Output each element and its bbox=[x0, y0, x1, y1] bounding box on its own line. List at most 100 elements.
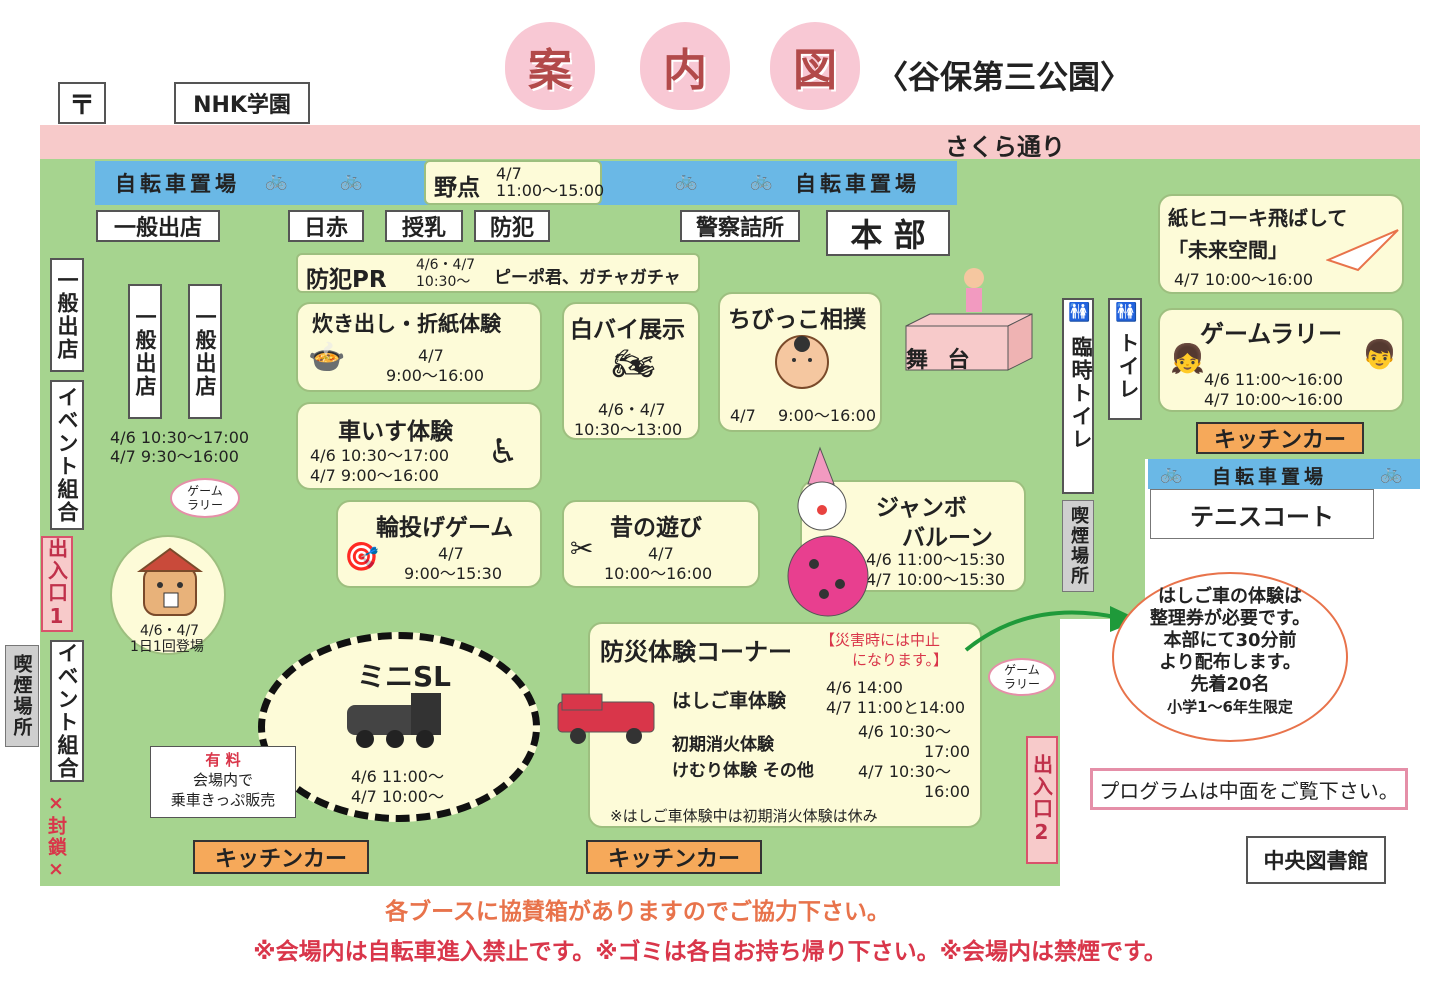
general-stall-time-1: 4/6 10:30〜17:00 bbox=[110, 428, 250, 447]
bicycle-icon: 🚲 bbox=[1380, 463, 1403, 484]
ring-toss-booth: 輪投げゲーム 🎯 4/7 9:00〜15:30 bbox=[336, 500, 542, 588]
game-rally-title: ゲームラリー bbox=[1200, 320, 1343, 348]
bohan-pr-dates: 4/6・4/7 bbox=[416, 257, 476, 273]
info-line-1: はしご車の体験は bbox=[1158, 586, 1302, 607]
info-line-5: 先着20名 bbox=[1190, 674, 1270, 695]
bicycle-parking-label-left: 自転車置場 bbox=[115, 172, 240, 196]
kitchen-car-bottom-left: キッチンカー bbox=[193, 840, 369, 874]
temporary-toilet-label: 臨時トイレ bbox=[1069, 336, 1093, 451]
fire-extinguish-label: 初期消火体験 bbox=[672, 735, 774, 755]
old-games-time: 10:00〜16:00 bbox=[604, 564, 713, 583]
kids-sumo-time: 9:00〜16:00 bbox=[778, 406, 877, 425]
bicycle-parking-label-right-2: 自転車置場 bbox=[1212, 466, 1328, 488]
jumbo-balloon-time-1: 4/6 11:00〜15:30 bbox=[866, 550, 1006, 569]
game-rally-time-2: 4/7 10:00〜16:00 bbox=[1204, 390, 1344, 409]
takidashi-booth: 炊き出し・折紙体験 🍲 4/7 9:00〜16:00 bbox=[296, 302, 542, 392]
wheelchair-icon: ♿ bbox=[488, 432, 519, 472]
temporary-toilet: 🚻 臨時トイレ bbox=[1062, 298, 1094, 494]
mascot-icon bbox=[136, 547, 204, 616]
ring-toss-title: 輪投げゲーム bbox=[376, 515, 514, 541]
jumbo-balloon-title-2: バルーン bbox=[902, 525, 993, 551]
ring-toss-date: 4/7 bbox=[438, 544, 464, 563]
nursing-label: 授乳 bbox=[385, 210, 463, 242]
ladder-truck-time-1: 4/6 14:00 bbox=[826, 678, 903, 697]
kendama-icon: ✂ bbox=[570, 532, 594, 565]
footer-line-2: ※会場内は自転車進入禁止です。※ゴミは各自お持ち帰り下さい。※会場内は禁煙です。 bbox=[253, 939, 1167, 965]
locomotive-icon bbox=[347, 693, 441, 748]
disaster-time-2: 17:00 bbox=[924, 742, 971, 761]
wheelchair-time-2: 4/7 9:00〜16:00 bbox=[310, 466, 439, 485]
jumbo-balloon-title-1: ジャンボ bbox=[876, 495, 967, 521]
gate-2-label: 出入口2 bbox=[1026, 736, 1058, 864]
general-stall-vertical: 一般出店 bbox=[50, 258, 84, 372]
cooking-icon: 🍲 bbox=[308, 340, 346, 375]
stage-label: 舞 台 bbox=[906, 348, 976, 373]
closed-label: ×封鎖× bbox=[45, 792, 67, 882]
nisseki-label: 日赤 bbox=[288, 210, 364, 242]
disaster-note-1: 【災害時には中止 bbox=[820, 631, 941, 649]
bicycle-icon: 🚲 bbox=[1160, 463, 1183, 484]
fire-truck-icon bbox=[557, 693, 655, 744]
paper-plane-icon bbox=[1326, 229, 1399, 272]
bohan-pr-time: 10:30〜 bbox=[416, 274, 471, 290]
mascot-circle: 4/6・4/7 1日1回登場 bbox=[110, 535, 226, 655]
toilet: 🚻 トイレ bbox=[1108, 298, 1142, 420]
paper-plane-time: 4/7 10:00〜16:00 bbox=[1174, 270, 1314, 289]
title-char-3: 図 bbox=[770, 22, 860, 110]
police-post-label: 警察詰所 bbox=[680, 210, 800, 242]
disaster-time-1: 4/6 10:30〜 bbox=[858, 722, 951, 741]
event-union-vertical-2: イベント組合 bbox=[50, 640, 84, 782]
noten-date: 4/7 bbox=[496, 164, 522, 183]
game-rally-booth: ゲームラリー 👧 👦 4/6 11:00〜16:00 4/7 10:00〜16:… bbox=[1158, 308, 1404, 412]
disaster-footnote: ※はしご車体験中は初期消火体験は休み bbox=[610, 807, 878, 825]
bicycle-parking-strip-right bbox=[1148, 459, 1420, 489]
game-rally-time-1: 4/6 11:00〜16:00 bbox=[1204, 370, 1344, 389]
mini-sl-time-1: 4/6 11:00〜 bbox=[351, 767, 444, 786]
footer-line-1: 各ブースに協賛箱がありますのでご協力下さい。 bbox=[385, 899, 890, 925]
mini-sl-title: ミニSL bbox=[357, 660, 452, 693]
takidashi-time: 9:00〜16:00 bbox=[386, 366, 485, 385]
police-bike-date: 4/6・4/7 bbox=[598, 400, 666, 419]
general-stall-label: 一般出店 bbox=[96, 210, 220, 242]
smoke-experience-label: けむり体験 その他 bbox=[672, 761, 814, 781]
mini-sl-track: ミニSL 4/6 11:00〜 4/7 10:00〜 bbox=[258, 632, 540, 822]
mascot-note: 1日1回登場 bbox=[130, 639, 204, 655]
sakura-street bbox=[40, 125, 1420, 159]
crime-prevention-label: 防犯 bbox=[474, 210, 550, 242]
info-line-6: 小学1〜6年生限定 bbox=[1167, 698, 1293, 716]
game-rally-badge-2: ゲーム ラリー bbox=[988, 658, 1056, 696]
toilet-icon: 🚻 bbox=[1115, 302, 1138, 323]
old-games-title: 昔の遊び bbox=[610, 515, 702, 541]
general-stall-vertical-3: 一般出店 bbox=[188, 284, 222, 419]
disaster-time-4: 16:00 bbox=[924, 782, 971, 801]
info-line-4: より配布します。 bbox=[1159, 652, 1301, 673]
jumbo-balloon-time-2: 4/7 10:00〜15:30 bbox=[866, 570, 1006, 589]
general-stall-vertical-2: 一般出店 bbox=[128, 284, 162, 419]
bicycle-icon: 🚲 bbox=[340, 170, 363, 191]
bicycle-icon: 🚲 bbox=[675, 170, 698, 191]
ladder-truck-time-2: 4/7 11:00と14:00 bbox=[826, 698, 966, 717]
game-rally-badge: ゲーム ラリー bbox=[170, 478, 240, 518]
bicycle-icon: 🚲 bbox=[265, 170, 288, 191]
post-office-label: 〒 bbox=[58, 82, 106, 124]
program-note: プログラムは中面をご覧下さい。 bbox=[1090, 768, 1408, 810]
headquarters-label: 本 部 bbox=[826, 210, 950, 256]
paid-ticket-note: 有 料 会場内で 乗車きっぷ販売 bbox=[150, 746, 296, 818]
paid-label: 有 料 bbox=[205, 751, 241, 769]
wheelchair-title: 車いす体験 bbox=[338, 419, 453, 445]
takidashi-date: 4/7 bbox=[418, 346, 444, 365]
wheelchair-time-1: 4/6 10:30〜17:00 bbox=[310, 446, 450, 465]
gate-1-label: 出入口1 bbox=[41, 536, 73, 632]
paper-plane-title-1: 紙ヒコーキ飛ばして bbox=[1168, 206, 1348, 230]
bicycle-icon: 🚲 bbox=[750, 170, 773, 191]
clown-balloon-icon bbox=[787, 446, 869, 617]
central-library-label: 中央図書館 bbox=[1246, 836, 1386, 884]
bohan-pr-label: 防犯PR bbox=[306, 267, 387, 293]
old-games-date: 4/7 bbox=[648, 544, 674, 563]
kids-sumo-title: ちびっこ相撲 bbox=[728, 307, 866, 333]
nhk-label: NHK学園 bbox=[174, 82, 310, 124]
sakura-street-label: さくら通り bbox=[945, 133, 1065, 161]
tennis-court: テニスコート bbox=[1150, 489, 1374, 539]
paid-line-3: 乗車きっぷ販売 bbox=[170, 791, 276, 809]
paper-plane-title-2: 「未来空間」 bbox=[1168, 238, 1288, 262]
